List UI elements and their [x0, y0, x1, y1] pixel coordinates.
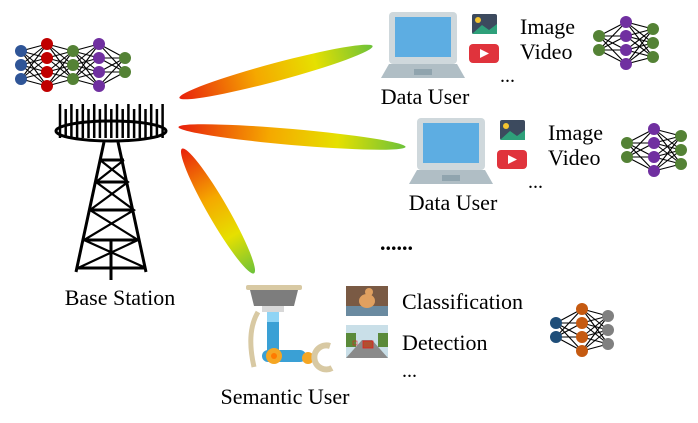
neuron: [593, 30, 605, 42]
neuron: [67, 45, 79, 57]
neuron: [620, 16, 632, 28]
neuron: [602, 310, 614, 322]
image-icon: [472, 14, 497, 34]
neuron: [93, 38, 105, 50]
beam-to-semantic-user: [180, 148, 256, 274]
neuron: [41, 80, 53, 92]
neuron: [648, 151, 660, 163]
neuron: [620, 58, 632, 70]
neuron: [15, 45, 27, 57]
image-icon: [500, 120, 525, 140]
neuron: [675, 158, 687, 170]
more-tasks: ...: [402, 360, 417, 382]
neuron: [119, 52, 131, 64]
base-station-network-icon: [15, 38, 131, 92]
neuron: [647, 37, 659, 49]
neuron: [648, 137, 660, 149]
neuron: [41, 52, 53, 64]
neuron: [15, 73, 27, 85]
neuron: [93, 80, 105, 92]
neuron: [647, 51, 659, 63]
task-image: Image: [548, 120, 603, 145]
neuron: [67, 59, 79, 71]
semantic-user-network-icon: [550, 303, 614, 357]
neuron: [576, 345, 588, 357]
neuron: [647, 23, 659, 35]
neuron: [41, 66, 53, 78]
task-classification: Classification: [402, 289, 523, 314]
road-detection-image-icon: [346, 325, 388, 358]
data-user-label: Data User: [409, 190, 498, 215]
neuron: [119, 66, 131, 78]
neuron: [576, 331, 588, 343]
beam-to-data-user-1: [179, 44, 373, 100]
task-image: Image: [520, 14, 575, 39]
neuron: [602, 338, 614, 350]
beams: [178, 44, 406, 274]
neuron: [675, 130, 687, 142]
base-station-label: Base Station: [65, 285, 176, 310]
more-tasks: ...: [528, 171, 543, 193]
more-users-ellipsis: ......: [380, 230, 413, 255]
base-station-tower-icon: [54, 104, 168, 280]
neuron: [67, 73, 79, 85]
task-video: Video: [520, 39, 572, 64]
neuron: [621, 137, 633, 149]
neuron: [550, 331, 562, 343]
data-user-2-network-icon: [621, 123, 687, 177]
neuron: [620, 44, 632, 56]
neuron: [593, 44, 605, 56]
video-icon: [497, 150, 527, 169]
neuron: [93, 66, 105, 78]
neuron: [648, 123, 660, 135]
neuron: [550, 317, 562, 329]
neural-networks: [15, 16, 687, 357]
task-video: Video: [548, 145, 600, 170]
neuron: [602, 324, 614, 336]
neuron: [621, 151, 633, 163]
cat-image-icon: [346, 286, 388, 316]
neuron: [41, 38, 53, 50]
laptop-icon: [409, 118, 493, 184]
video-icon: [469, 44, 499, 63]
neuron: [15, 59, 27, 71]
neuron: [648, 165, 660, 177]
beam-to-data-user-2: [178, 124, 406, 150]
more-tasks: ...: [500, 65, 515, 87]
data-user-label: Data User: [381, 84, 470, 109]
robot-arm-icon: [246, 285, 334, 373]
neuron: [93, 52, 105, 64]
laptop-icon: [381, 12, 465, 78]
neuron: [576, 317, 588, 329]
semantic-user-label: Semantic User: [221, 384, 351, 409]
neuron: [675, 144, 687, 156]
neuron: [576, 303, 588, 315]
task-detection: Detection: [402, 330, 488, 355]
neuron: [620, 30, 632, 42]
data-user-1-network-icon: [593, 16, 659, 70]
